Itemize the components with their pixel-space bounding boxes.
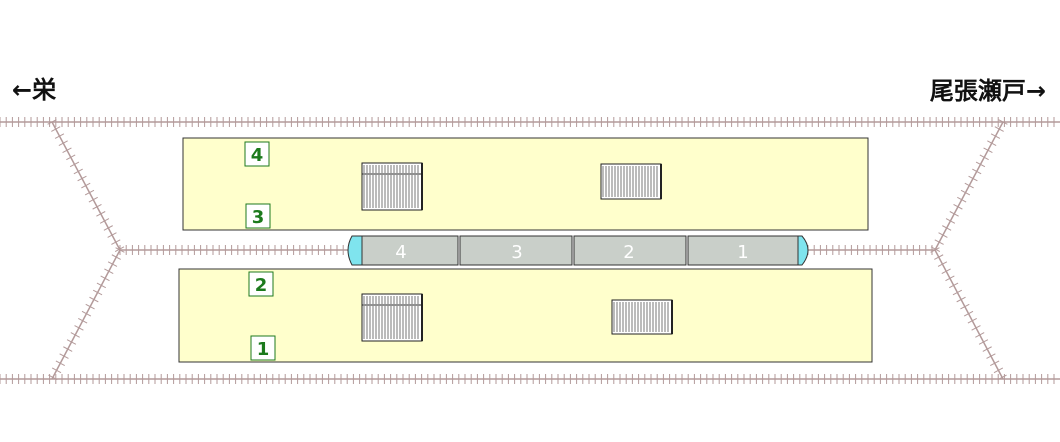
turnout-upper-right [930, 119, 1008, 252]
train-car-3 [459, 235, 573, 266]
track-number-1: 1 [250, 335, 276, 361]
train-car-2 [573, 235, 687, 266]
stairs-lower-right [611, 299, 673, 335]
track-middle-left [119, 245, 350, 255]
train-cab-left [347, 235, 363, 266]
train-car-1-number: 1 [737, 242, 748, 263]
track-top [0, 117, 1060, 127]
direction-left-label: ←栄 [12, 76, 57, 104]
turnout-lower-right [930, 247, 1007, 381]
track-middle-right [807, 245, 935, 255]
track-number-3: 3 [245, 203, 271, 229]
stairs-upper-left [361, 162, 423, 211]
track-number-2: 2 [248, 271, 274, 297]
train-cab-right [797, 235, 809, 266]
train-car-2-number: 2 [623, 242, 634, 263]
stairs-lower-left [361, 293, 423, 342]
turnout-upper-left [47, 119, 125, 252]
train-car-4-number: 4 [395, 242, 406, 263]
lower-island-platform [178, 268, 873, 363]
train-car-1 [687, 235, 799, 266]
train: 4 3 2 1 [347, 235, 809, 266]
track-number-4-label: 4 [251, 145, 264, 166]
upper-island-platform [182, 137, 869, 231]
track-number-4: 4 [244, 141, 270, 167]
train-car-4 [361, 235, 459, 266]
track-layout [0, 117, 1060, 384]
stairs-upper-right [600, 163, 662, 200]
track-number-3-label: 3 [252, 207, 265, 228]
stairs-group [361, 162, 673, 342]
track-number-2-label: 2 [255, 275, 268, 296]
direction-right-label: 尾張瀬戸→ [930, 77, 1046, 105]
train-car-3-number: 3 [511, 242, 522, 263]
turnout-lower-left [48, 247, 125, 381]
track-bottom [0, 374, 1060, 384]
track-number-1-label: 1 [257, 339, 270, 360]
